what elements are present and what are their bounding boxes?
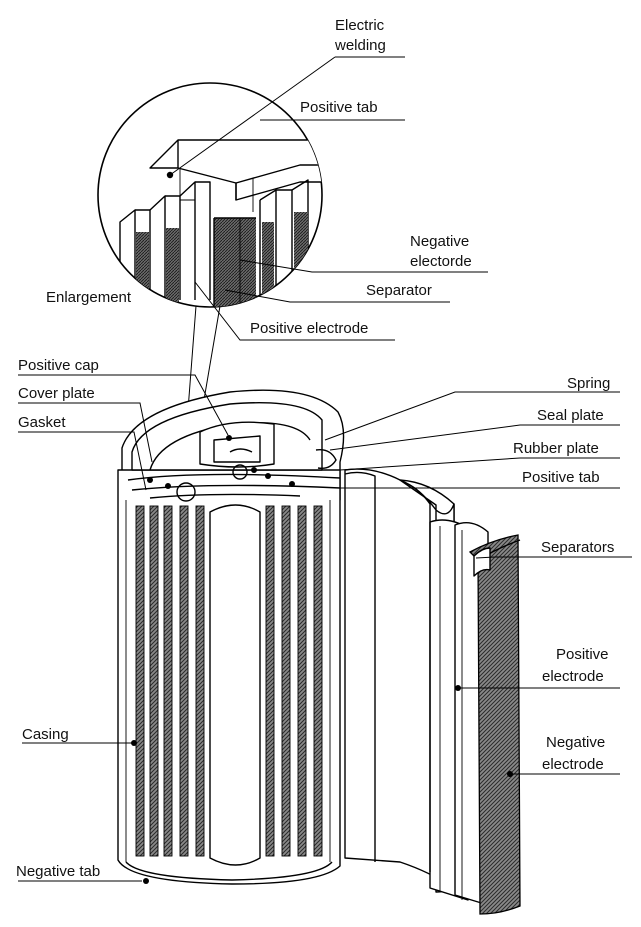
label-positive-cap: Positive cap — [18, 357, 99, 374]
label-positive-electrode: Positive — [556, 646, 609, 663]
label-separators: Separators — [541, 539, 614, 556]
label-positive-tab: Positive tab — [522, 469, 600, 486]
label-positive-electrode: electrode — [542, 668, 604, 685]
label-electric-welding: welding — [334, 37, 386, 54]
label-negative-electorde: Negative — [410, 233, 469, 250]
label-gasket: Gasket — [18, 414, 66, 431]
label-negative-tab: Negative tab — [16, 863, 100, 880]
label-electric-welding: Electric — [335, 17, 385, 34]
electrode-layers — [344, 468, 521, 915]
labels: Electric welding Positive tab Negative e… — [16, 17, 614, 880]
label-separator: Separator — [366, 282, 432, 299]
label-cover-plate: Cover plate — [18, 385, 95, 402]
label-casing: Casing — [22, 726, 69, 743]
label-negative-electrode: Negative — [546, 734, 605, 751]
label-positive-tab-top: Positive tab — [300, 99, 378, 116]
label-spring: Spring — [567, 375, 610, 392]
label-negative-electrode: electrode — [542, 756, 604, 773]
label-seal-plate: Seal plate — [537, 407, 604, 424]
casing-cylinder — [117, 389, 345, 885]
label-rubber-plate: Rubber plate — [513, 440, 599, 457]
label-negative-electorde: electorde — [410, 253, 472, 270]
label-enlargement: Enlargement — [46, 289, 132, 306]
enlargement-detail — [97, 82, 323, 308]
leader-lines — [18, 56, 632, 884]
label-positive-electrode-top: Positive electrode — [250, 320, 368, 337]
